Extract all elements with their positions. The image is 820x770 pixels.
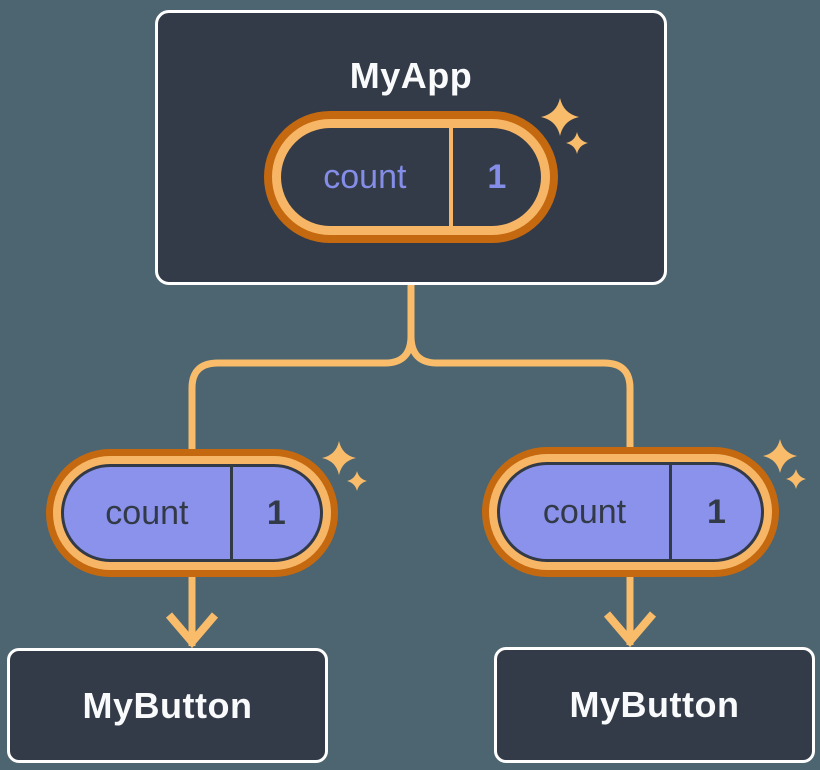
state-pill-body: count 1 (61, 464, 323, 562)
connector-line-right (407, 285, 634, 645)
component-title-mybutton-left: MyButton (82, 684, 253, 726)
sparkle-icon (347, 471, 367, 491)
arrow-down-icon (165, 612, 219, 649)
state-name-label: count (542, 492, 627, 531)
state-pill-ring: count 1 (272, 119, 550, 235)
sparkle-icon (786, 469, 806, 489)
state-divider (669, 465, 673, 559)
state-name-label: count (105, 493, 189, 532)
state-pill-child-left: count 1 (46, 449, 338, 577)
sparkle-icon (541, 98, 579, 136)
state-pill-root: count 1 (264, 111, 558, 243)
state-value-label: 1 (707, 492, 726, 531)
sparkle-icon (322, 441, 356, 475)
sparkle-icon (763, 439, 797, 473)
component-node-mybutton-left: MyButton (7, 648, 328, 763)
state-pill-ring: count 1 (53, 456, 331, 570)
state-divider (229, 467, 233, 559)
component-node-mybutton-right: MyButton (494, 647, 815, 763)
state-pill-body: count 1 (497, 462, 764, 562)
state-pill-child-right: count 1 (482, 447, 779, 577)
state-pill-body: count 1 (281, 128, 541, 226)
sparkle-icon (566, 132, 588, 154)
component-title-myapp: MyApp (349, 55, 473, 96)
state-divider (448, 128, 453, 226)
arrow-down-icon (603, 611, 657, 648)
state-value-label: 1 (266, 493, 286, 532)
state-name-label: count (323, 157, 407, 196)
component-title-mybutton-right: MyButton (569, 684, 740, 725)
state-value-label: 1 (487, 157, 507, 196)
state-pill-ring: count 1 (489, 454, 772, 570)
